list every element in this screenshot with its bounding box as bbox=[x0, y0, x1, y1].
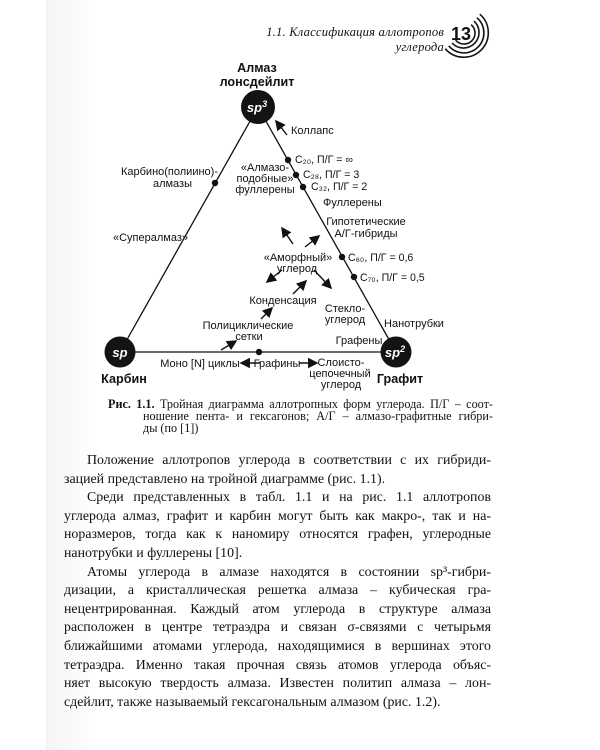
label-diamond-line1: Алмаз bbox=[237, 61, 277, 75]
sp2-symbol: sp2 bbox=[385, 344, 405, 360]
label-diamondlike-2: подобные» bbox=[237, 173, 294, 185]
paragraph-3-line: сдейлит, также называемый гексагональным… bbox=[64, 694, 441, 710]
label-c60: C₆₀, П/Г = 0,6 bbox=[348, 252, 413, 264]
label-graphenes: Графены bbox=[336, 335, 383, 347]
dot-c28 bbox=[292, 171, 300, 179]
paragraph-1-line: Положение аллотропов углерода в соответс… bbox=[87, 453, 491, 468]
dot-c60 bbox=[338, 253, 346, 261]
paragraph-2-line: нанотрубки и фуллерены [10]. bbox=[64, 545, 243, 561]
label-amorphous-2: углерод bbox=[277, 263, 318, 275]
arrow-amorphous-upleft bbox=[281, 226, 294, 245]
label-c20: C₂₀, П/Г = ∞ bbox=[295, 154, 353, 166]
label-nanotubes: Нанотрубки bbox=[384, 318, 444, 330]
label-carbyne: Карбин bbox=[101, 372, 147, 386]
page-number-ornament: 13 bbox=[444, 13, 490, 59]
label-amorphous-1: «Аморфный» bbox=[264, 252, 333, 264]
label-layered-3: углерод bbox=[321, 379, 362, 391]
running-header: 1.1. Классификация аллотропов углерода bbox=[266, 25, 444, 54]
label-graphite: Графит bbox=[377, 372, 423, 386]
label-hypothetical-2: А/Г-гибриды bbox=[334, 228, 397, 240]
label-superdiamond: «Супералмаз» bbox=[113, 232, 188, 244]
label-diamondlike-1: «Алмазо- bbox=[241, 162, 289, 174]
vertex-circles: sp3 sp sp2 bbox=[104, 90, 412, 368]
label-polycyclic-2: сетки bbox=[235, 331, 262, 343]
arrow-collapse bbox=[275, 119, 288, 136]
page-number: 13 bbox=[451, 24, 471, 44]
figure-1-1-diagram: sp3 sp sp2 Алмаз лонсдейлит Карбин Графи… bbox=[101, 61, 444, 391]
paragraph-3-line: Атомы углерода в алмазе находятся в сост… bbox=[87, 564, 491, 580]
arrow-amorphous-downright bbox=[313, 269, 333, 290]
label-glassy-carbon-2: углерод bbox=[325, 314, 366, 326]
dot-c70 bbox=[350, 273, 358, 281]
paragraph-3-line: нецентрированная. Каждый атом углерода в… bbox=[64, 601, 491, 617]
label-c70: C₇₀, П/Г = 0,5 bbox=[360, 272, 425, 284]
label-glassy-carbon-1: Стекло- bbox=[325, 303, 366, 315]
figure-caption-label: Рис. 1.1. bbox=[108, 397, 155, 411]
vertex-sp bbox=[104, 336, 136, 368]
figure-caption-line-1: Рис. 1.1. Тройная диаграмма аллотропных … bbox=[108, 397, 493, 411]
label-diamondlike-3: фуллерены bbox=[235, 184, 294, 196]
dot-carbyno bbox=[211, 179, 219, 187]
arrow-amorphous-downleft bbox=[265, 269, 283, 283]
label-condensation: Конденсация bbox=[249, 295, 316, 307]
sp-symbol: sp bbox=[112, 345, 127, 360]
label-c32: C₃₂, П/Г = 2 bbox=[311, 181, 367, 193]
label-layered-2: цепочечный bbox=[309, 368, 370, 380]
arrow-to-networks bbox=[220, 340, 238, 351]
paragraph-3-line: ближайшими атомами углерода, находящимис… bbox=[64, 638, 491, 654]
figure-caption-line-2: ношение пента- и гексагонов; А/Г – алмаз… bbox=[143, 409, 493, 423]
paragraph-3-line: няет высокую твердость алмаза. Известен … bbox=[64, 676, 491, 692]
label-c28: C₂₈, П/Г = 3 bbox=[303, 169, 359, 181]
label-graphynes: Графины bbox=[254, 358, 301, 370]
label-diamond-line2: лонсдейлит bbox=[220, 75, 295, 89]
dot-c20 bbox=[284, 156, 292, 164]
paragraph-2-line: Среди представленных в табл. 1.1 и на ри… bbox=[87, 490, 491, 506]
paragraph-3-line: тетраэдра. Именно такая прочная связь ат… bbox=[64, 657, 491, 673]
paragraph-2-line: углерода алмаз, графит и карбин могут бы… bbox=[64, 508, 491, 524]
label-carbyno-diamonds-1: Карбино(полиино)- bbox=[121, 166, 218, 178]
label-mono-cycles: Моно [N] циклы bbox=[160, 358, 240, 370]
label-polycyclic-1: Полициклические bbox=[203, 320, 294, 332]
diagram-arrows bbox=[220, 119, 333, 369]
dot-c32 bbox=[299, 183, 307, 191]
paragraph-3-line: расположен в центре тетраэдра и связан σ… bbox=[64, 620, 491, 636]
dot-graphynes bbox=[255, 348, 263, 356]
arc-swirl-icon bbox=[444, 13, 490, 59]
label-layered-1: Слоисто- bbox=[318, 357, 365, 369]
arrow-amorphous-upright bbox=[304, 235, 321, 248]
paragraph-2-line: норазмеров, тогда как к наномиру относят… bbox=[64, 527, 491, 543]
label-fullerenes: Фуллерены bbox=[323, 197, 382, 209]
arrow-polycyclic-up bbox=[260, 306, 274, 320]
label-hypothetical-1: Гипотетические bbox=[326, 216, 406, 228]
sp3-symbol: sp3 bbox=[247, 99, 267, 115]
vertex-sp2 bbox=[380, 336, 412, 368]
paragraph-3-line: дизации, а кристаллическая решетка алмаз… bbox=[64, 583, 491, 599]
label-carbyno-diamonds-2: алмазы bbox=[153, 178, 192, 190]
figure-caption-line-3: ды (по [1]) bbox=[143, 421, 199, 435]
vertex-sp3 bbox=[241, 90, 275, 124]
body-text: Положение аллотропов углерода в соответс… bbox=[64, 452, 491, 712]
label-collapse: Коллапс bbox=[291, 125, 334, 137]
paragraph-1-line: зацией представлено на тройной диаграмме… bbox=[64, 471, 386, 487]
arrow-condensation-up bbox=[292, 279, 308, 295]
edge-dots bbox=[211, 156, 358, 356]
figure-caption-text-1: Тройная диаграмма аллотропных форм углер… bbox=[154, 397, 493, 411]
